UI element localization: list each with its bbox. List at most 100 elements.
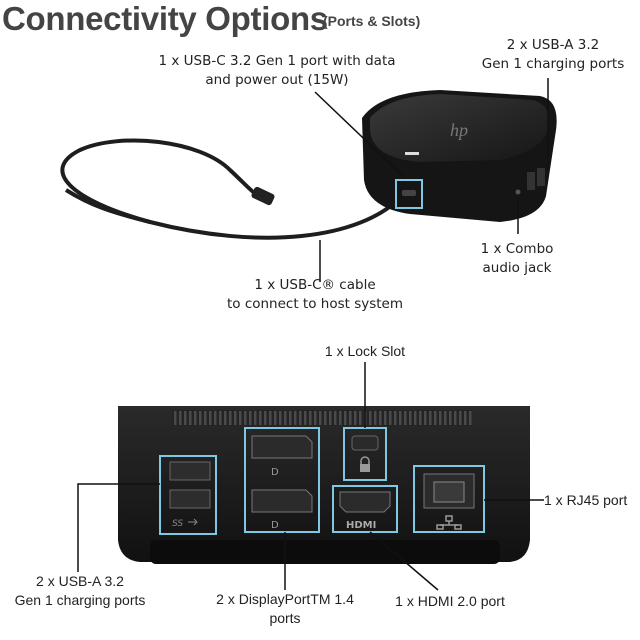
vent-slot: [449, 411, 452, 425]
hdmi-highlight: [332, 485, 398, 533]
vent-slot: [304, 411, 307, 425]
callout-line-usba-rear: [77, 483, 160, 572]
vent-slot: [344, 411, 347, 425]
vent-slot: [379, 411, 382, 425]
vent-slot: [249, 411, 252, 425]
hdmi-port: [339, 491, 391, 513]
vent-slot: [409, 411, 412, 425]
vent-slot: [289, 411, 292, 425]
side-usb-a-port: [537, 168, 545, 186]
label-usb-a-rear: 2 x USB-A 3.2 Gen 1 charging ports: [14, 573, 146, 608]
vent-slot: [469, 411, 472, 425]
lock-icon: [360, 456, 370, 472]
vent-slot: [314, 411, 317, 425]
vent-slot: [349, 411, 352, 425]
usb-c-cable: [60, 138, 404, 240]
hp-logo-icon: hp: [450, 120, 468, 140]
label-lock-slot: 1 x Lock Slot: [324, 343, 406, 359]
vent-grille: [172, 410, 472, 426]
vent-slot: [224, 411, 227, 425]
vent-slot: [199, 411, 202, 425]
vent-slot: [419, 411, 422, 425]
displayport-highlight: [244, 427, 320, 533]
label-usb-c-cable: 1 x USB-C® cable to connect to host syst…: [226, 277, 404, 312]
rear-usb-a-group: SS: [159, 455, 217, 535]
vent-slot: [264, 411, 267, 425]
vent-slot: [459, 411, 462, 425]
vent-slot: [464, 411, 467, 425]
ss-logo: SS: [172, 519, 183, 529]
vent-slot: [424, 411, 427, 425]
dp-logo: D: [271, 467, 279, 478]
label-hdmi: 1 x HDMI 2.0 port: [395, 593, 505, 609]
vent-slot: [439, 411, 442, 425]
vent-slot: [294, 411, 297, 425]
displayport-port: [251, 489, 313, 513]
svg-text:hp: hp: [450, 120, 468, 140]
vent-slot: [339, 411, 342, 425]
hdmi-logo: HDMI: [346, 520, 376, 531]
vent-slot: [234, 411, 237, 425]
usb-c-port: [402, 190, 416, 196]
displayport-port: [251, 435, 313, 459]
vent-slot: [444, 411, 447, 425]
vent-slot: [319, 411, 322, 425]
rear-usb-a-highlight: [159, 455, 217, 535]
callout-line-usbc-port: [314, 91, 406, 179]
ss-usb-icon: [188, 518, 198, 526]
usb-c-plug: [251, 186, 275, 206]
side-usb-a-port: [527, 172, 535, 190]
dp-logo: D: [271, 520, 279, 531]
vent-slot: [399, 411, 402, 425]
vent-slot: [269, 411, 272, 425]
audio-jack: [515, 189, 521, 195]
vent-slot: [359, 411, 362, 425]
vent-slot: [329, 411, 332, 425]
label-usb-a-top: 2 x USB-A 3.2 Gen 1 charging ports: [481, 37, 625, 72]
vent-slot: [434, 411, 437, 425]
vent-slot: [324, 411, 327, 425]
vent-slot: [244, 411, 247, 425]
displayport-group: D D: [244, 427, 320, 533]
vent-slot: [214, 411, 217, 425]
vent-slot: [184, 411, 187, 425]
hdmi-group: HDMI: [332, 485, 398, 533]
vent-slot: [274, 411, 277, 425]
dock-rear-view: [118, 406, 530, 564]
usb-c-port-highlight: [395, 179, 423, 209]
rear-usb-a-port: [169, 489, 211, 509]
label-rj45: 1 x RJ45 port: [544, 492, 628, 508]
vent-slot: [429, 411, 432, 425]
vent-slot: [369, 411, 372, 425]
vent-slot: [299, 411, 302, 425]
vent-slot: [374, 411, 377, 425]
label-audio-jack: 1 x Combo audio jack: [480, 241, 554, 276]
vent-slot: [284, 411, 287, 425]
vent-slot: [414, 411, 417, 425]
vent-slot: [279, 411, 282, 425]
vent-slot: [219, 411, 222, 425]
lock-slot-group: [343, 427, 387, 481]
vent-slot: [354, 411, 357, 425]
vent-stripes: [174, 411, 472, 425]
vent-slot: [179, 411, 182, 425]
rj45-group: [413, 465, 485, 533]
vent-slot: [254, 411, 257, 425]
rj45-highlight: [413, 465, 485, 533]
vent-slot: [394, 411, 397, 425]
rear-usb-a-port: [169, 461, 211, 481]
vent-slot: [334, 411, 337, 425]
vent-slot: [454, 411, 457, 425]
callout-line-hdmi: [369, 531, 439, 591]
vent-slot: [239, 411, 242, 425]
vent-slot: [204, 411, 207, 425]
vent-slot: [384, 411, 387, 425]
vent-slot: [259, 411, 262, 425]
page-subtitle: (Ports & Slots): [323, 13, 421, 29]
dock-top-view: hp: [362, 90, 557, 222]
vent-slot: [174, 411, 177, 425]
vent-slot: [404, 411, 407, 425]
page-title: Connectivity Options: [2, 0, 328, 37]
vent-slot: [189, 411, 192, 425]
